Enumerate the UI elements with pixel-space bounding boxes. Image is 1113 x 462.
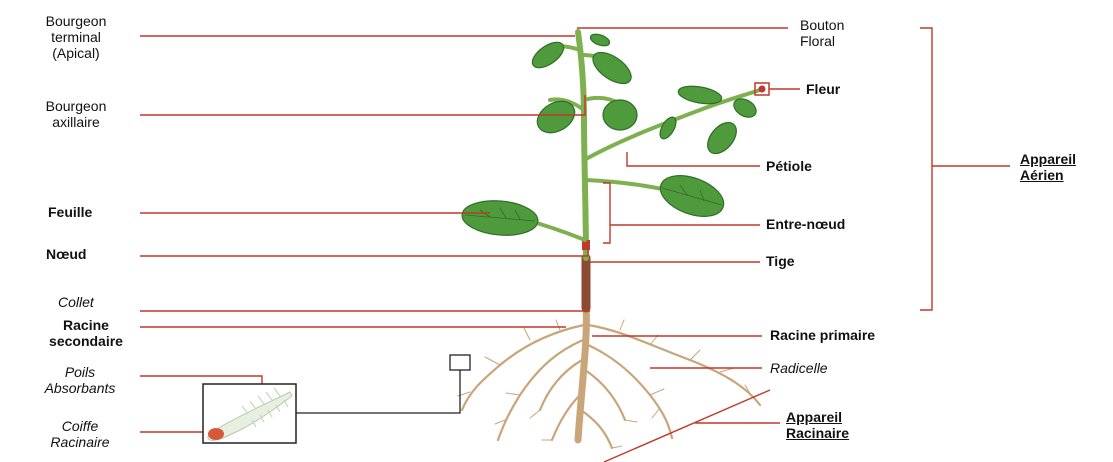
leaf [588,46,637,89]
leader-bourgeon-axillaire [140,95,585,115]
inset-source-box [450,355,470,370]
root-tip-inset [203,355,470,443]
label-radicelle: Radicelle [770,360,828,376]
flower-icon [759,86,766,93]
label-feuille: Feuille [48,204,92,220]
leaf [528,37,568,72]
label-petiole: Pétiole [766,158,812,174]
secondary-root [588,325,760,405]
secondary-root [462,325,584,410]
stem [578,32,586,258]
label-bouton-floral: Bouton Floral [800,17,844,49]
label-appareil-racinaire: Appareil Racinaire [786,409,849,441]
label-racine-primaire: Racine primaire [770,327,875,343]
label-tige: Tige [766,253,795,269]
label-noeud: Nœud [46,246,86,262]
leaf [702,117,742,159]
label-racine-secondaire: Racine secondaire [36,317,136,349]
leaf [677,83,723,106]
label-bourgeon-terminal: Bourgeon terminal (Apical) [26,13,126,61]
leader-noeud [140,246,588,256]
leader-petiole [627,152,760,166]
bracket-appareil-racinaire [604,390,780,462]
bracket-appareil-aerien [920,28,1010,310]
secondary-root [540,360,582,410]
leaf [655,168,729,224]
label-collet: Collet [58,294,94,310]
label-coiffe-racinaire: Coiffe Racinaire [30,418,130,450]
secondary-root [581,410,612,448]
secondary-root [585,370,625,420]
secondary-root [498,340,583,440]
label-poils-absorbants: Poils Absorbants [30,364,130,396]
leaf [589,32,611,48]
inset-connector [296,370,460,413]
root-cap [208,428,224,440]
label-fleur: Fleur [806,81,840,97]
label-bourgeon-axillaire: Bourgeon axillaire [26,98,126,130]
label-appareil-aerien: Appareil Aérien [1020,151,1076,183]
leaf [603,100,637,130]
label-entre-noeud: Entre-nœud [766,216,845,232]
